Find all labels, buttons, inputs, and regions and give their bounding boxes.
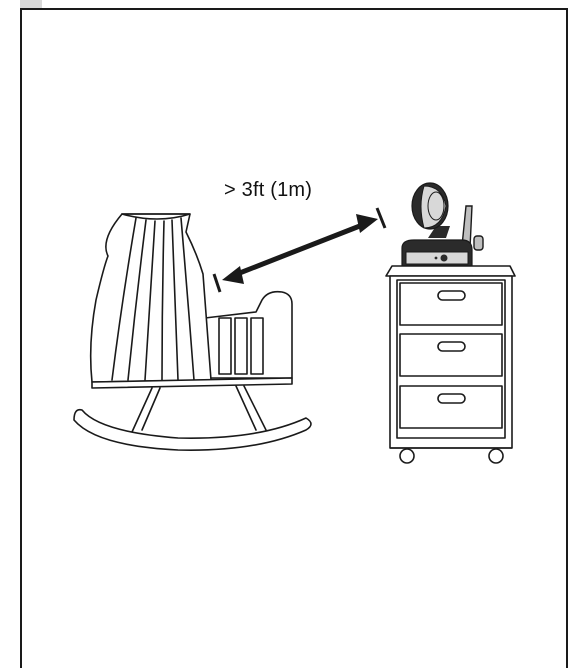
diagram-frame: [20, 8, 568, 668]
double-headed-arrow-icon: [212, 207, 387, 293]
baby-monitor-camera-icon: [401, 182, 484, 267]
placement-illustration: [73, 182, 516, 464]
frame-tab: [20, 0, 42, 8]
distance-label: > 3ft (1m): [224, 179, 313, 201]
drawer-cabinet-icon: [385, 265, 516, 464]
rocking-cradle-icon: [73, 213, 312, 451]
